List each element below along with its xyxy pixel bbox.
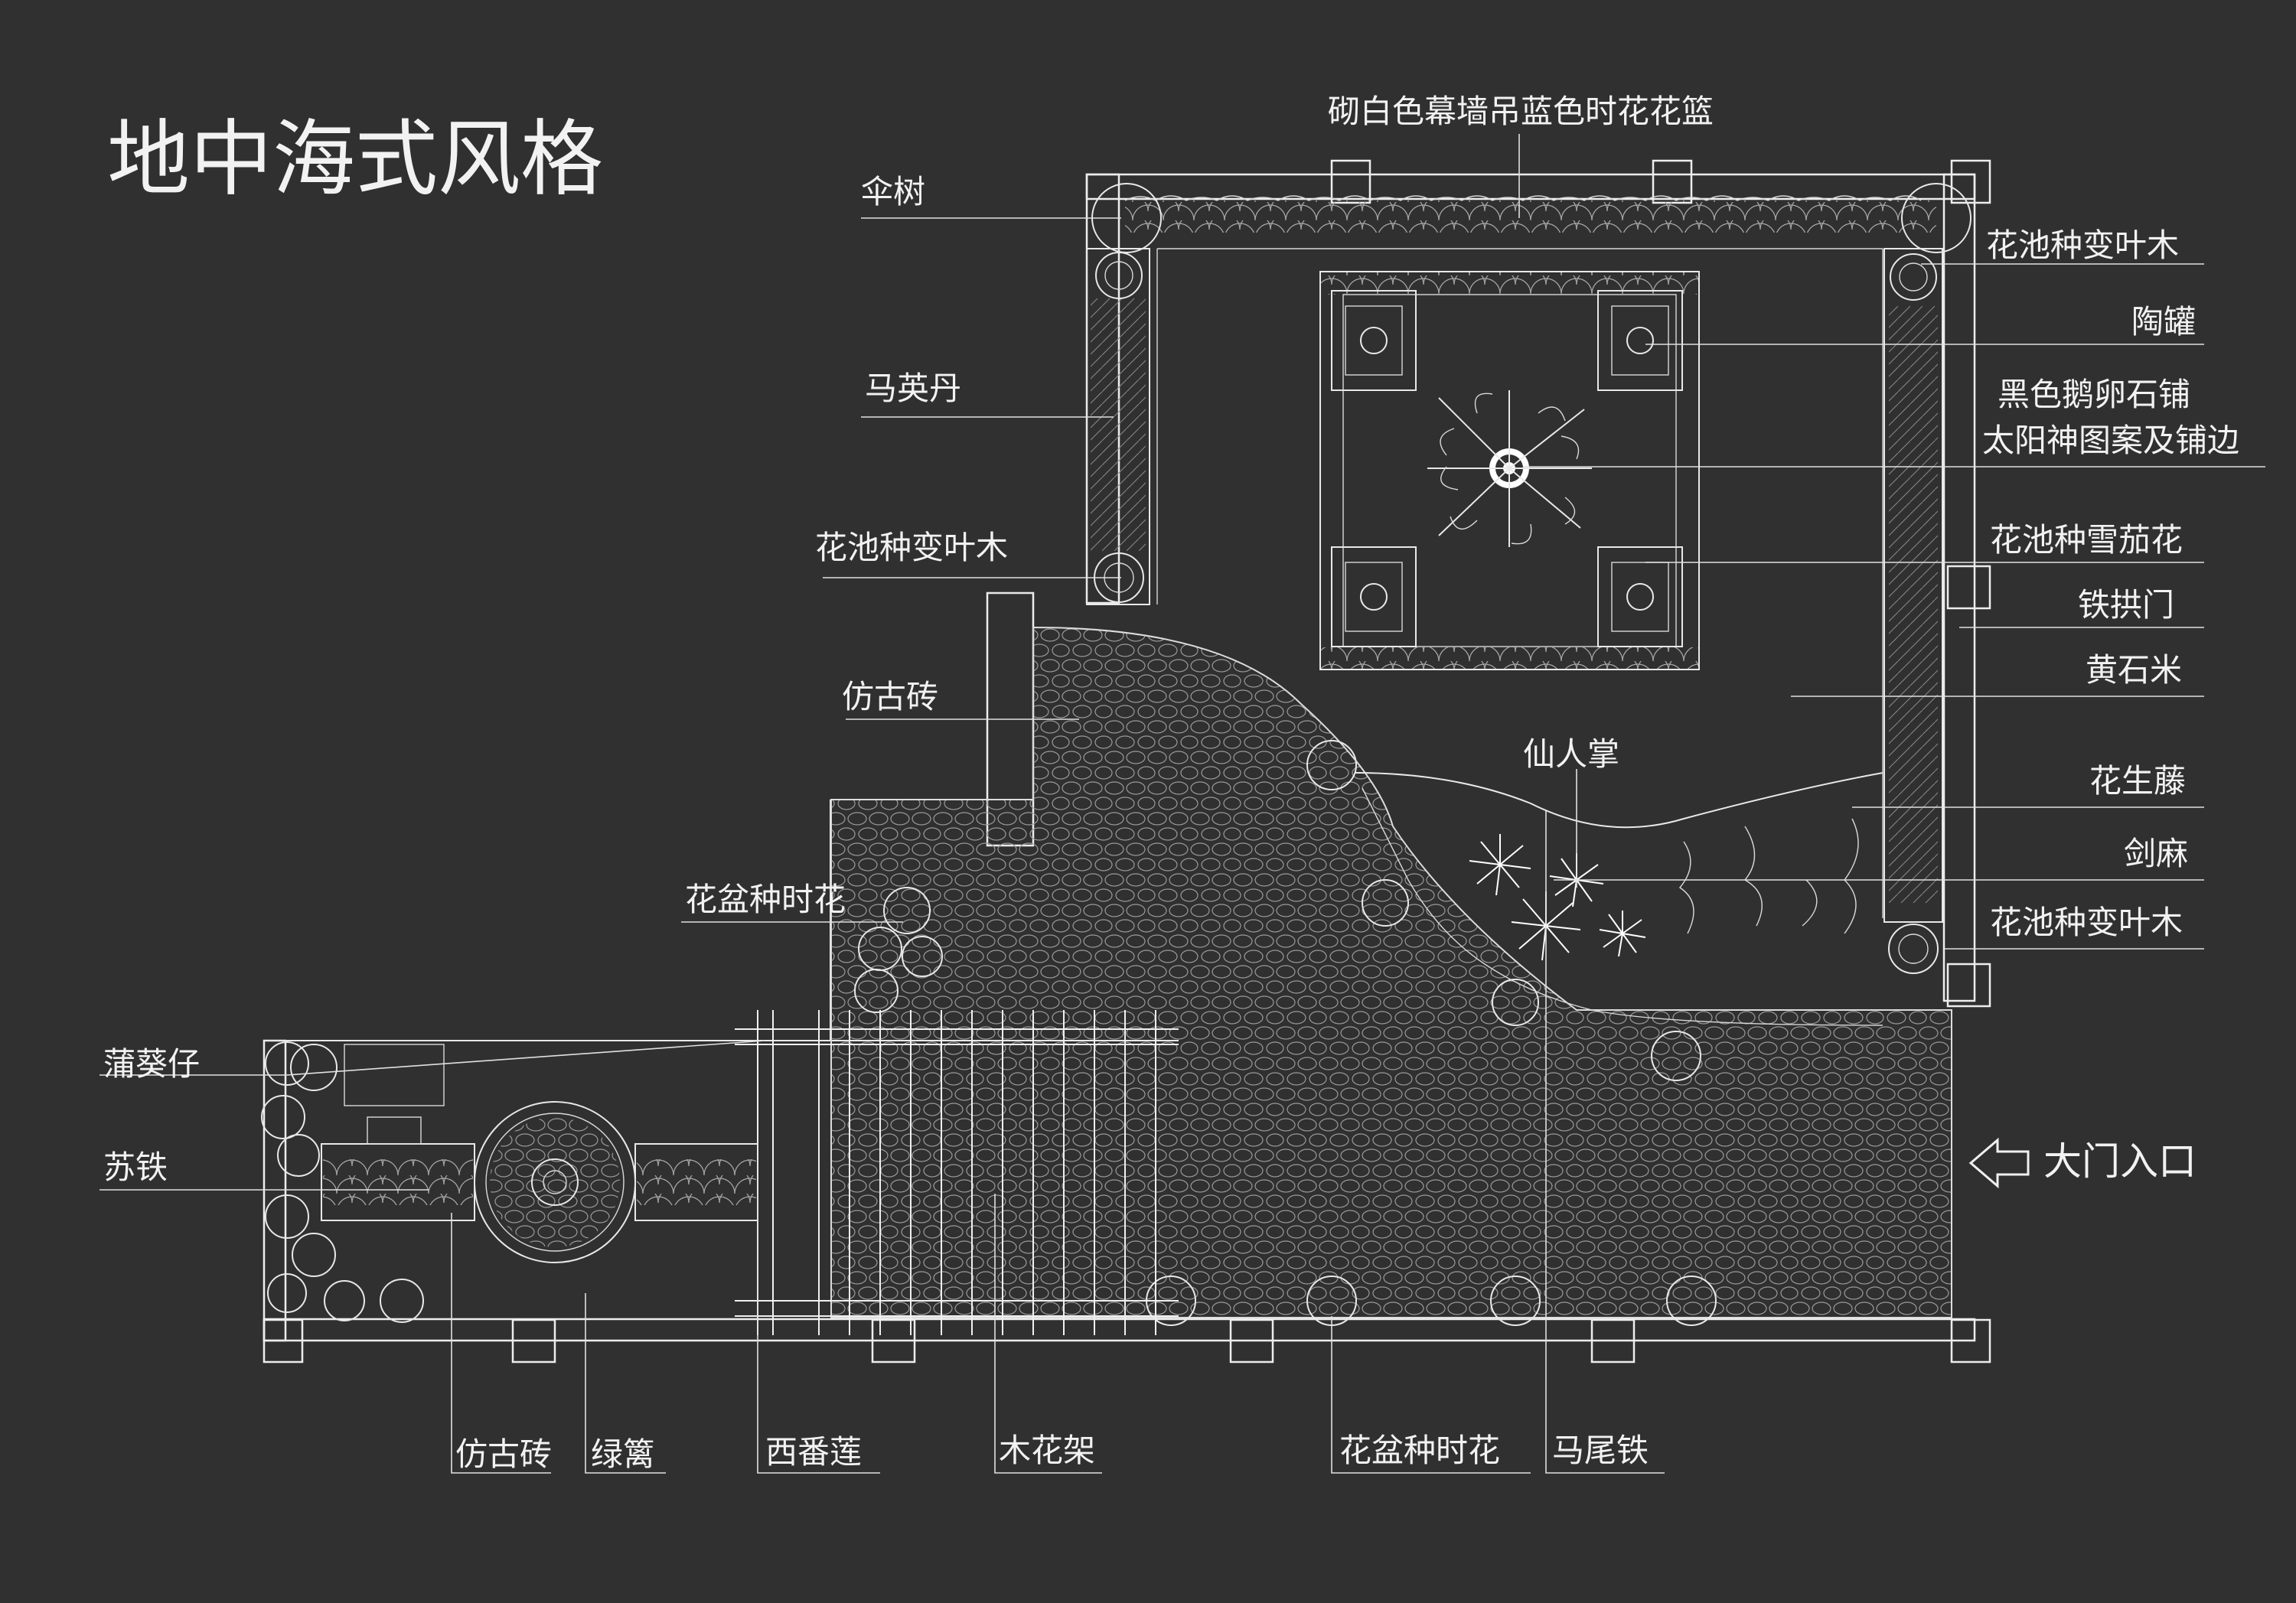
label-green-hedge: 绿篱 [591, 1435, 655, 1473]
label-black-pebble-2: 太阳神图案及铺边 [1982, 422, 2239, 459]
top-hedge-edge [1124, 195, 1922, 201]
umbrella-tree-right [1901, 183, 1971, 253]
label-planter-croton-left: 花池种变叶木 [815, 529, 1008, 566]
label-flower-pot-bottom: 花盆种时花 [1339, 1432, 1500, 1469]
left-planter-strip [1086, 248, 1150, 605]
label-cycad: 苏铁 [103, 1148, 168, 1186]
label-lantana: 马英丹 [865, 370, 961, 407]
label-iron-arch-gate: 铁拱门 [2078, 586, 2174, 624]
label-passion-flower: 西番莲 [765, 1433, 862, 1471]
fountain-axis [321, 1044, 758, 1263]
gravel-edge [1354, 772, 1883, 829]
top-hedge [1125, 200, 1936, 233]
label-top-wall: 砌白色幕墙吊蓝色时花花篮 [1328, 93, 1714, 130]
label-umbrella-tree: 伞树 [861, 173, 925, 210]
wood-pergola [735, 1010, 1179, 1335]
label-antique-brick-bottom: 仿古砖 [455, 1435, 552, 1473]
label-peanut-vine: 花生藤 [2089, 762, 2186, 800]
shrub-outlines [1678, 818, 1859, 934]
label-agave: 剑麻 [2124, 835, 2188, 872]
label-ponytail-palm: 马尾铁 [1552, 1432, 1649, 1469]
label-pottery-jar: 陶罐 [2131, 303, 2196, 340]
leader-lines [99, 134, 2265, 1474]
label-antique-brick-left: 仿古砖 [842, 678, 938, 715]
pebble-paving [830, 626, 1952, 1318]
label-cactus: 仙人掌 [1523, 735, 1619, 773]
sun-pattern-patio [1319, 271, 1700, 670]
right-planter-strip [1883, 248, 1943, 974]
left-shrubs [261, 1041, 424, 1323]
flower-pots [854, 740, 1717, 1326]
label-planter-cigar-flower: 花池种雪茄花 [1990, 521, 2183, 559]
entrance-arrow-icon [1968, 1137, 2030, 1189]
cactus-cluster [1469, 834, 1646, 961]
label-black-pebble-1: 黑色鹅卵石铺 [1998, 376, 2190, 413]
label-wood-pergola: 木花架 [999, 1432, 1095, 1469]
label-yellow-gravel: 黄石米 [2086, 651, 2182, 689]
label-main-entrance: 大门入口 [2043, 1139, 2197, 1184]
label-livistona: 蒲葵仔 [103, 1045, 200, 1083]
label-planter-croton-top-right: 花池种变叶木 [1986, 226, 2179, 264]
label-planter-croton-bottom-right: 花池种变叶木 [1990, 904, 2183, 941]
planting-bed-edge [1362, 787, 1883, 1026]
page-title: 地中海式风格 [107, 112, 603, 207]
label-flower-pot-left: 花盆种时花 [685, 881, 846, 918]
